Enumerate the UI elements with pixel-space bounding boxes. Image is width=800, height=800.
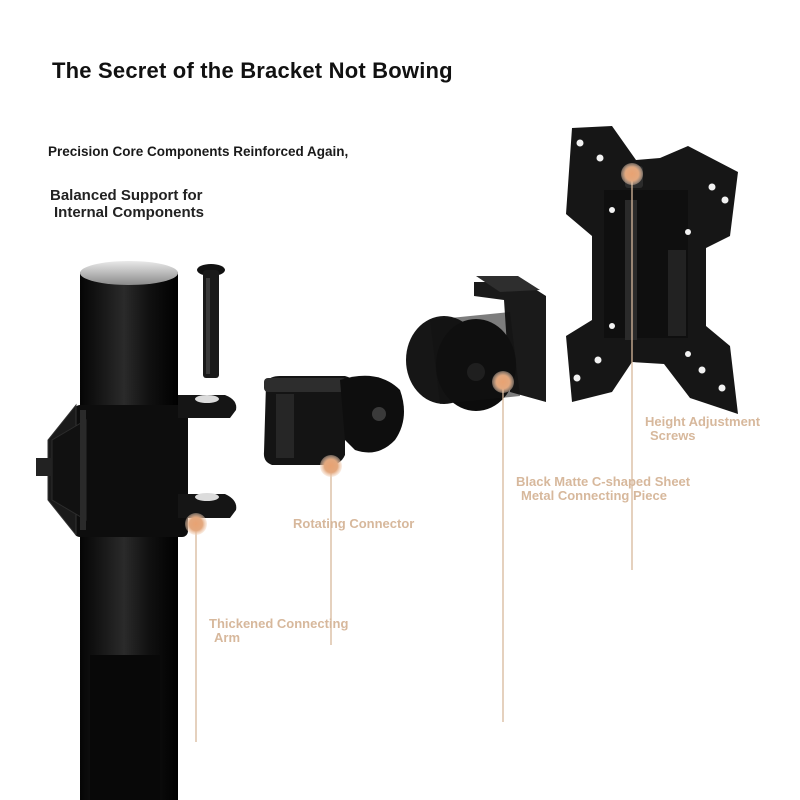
support-line-1: Balanced Support for: [50, 187, 203, 204]
subtitle: Precision Core Components Reinforced Aga…: [48, 144, 349, 159]
callout-label-line-1: Black Matte C-shaped Sheet: [516, 474, 691, 489]
page-title: The Secret of the Bracket Not Bowing: [52, 58, 453, 83]
connecting-arm-plates: [178, 395, 237, 518]
callout-label-line-1: Thickened Connecting: [209, 616, 349, 631]
callout-label-line-2: Screws: [650, 428, 696, 443]
vertical-bolt: [197, 264, 225, 378]
support-heading: Balanced Support for Internal Components: [50, 187, 204, 221]
callout-label-line-1: Rotating Connector: [293, 516, 415, 531]
callout-height-adjustment-screws: Height Adjustment Screws: [645, 415, 760, 443]
callout-c-shaped-sheet-metal: Black Matte C-shaped Sheet Metal Connect…: [516, 475, 690, 503]
support-line-2: Internal Components: [54, 204, 205, 221]
c-shaped-sheet-metal-piece: [406, 276, 546, 411]
pole-clamp-collar: [36, 403, 188, 537]
rotating-connector-part: [263, 375, 404, 466]
callout-rotating-connector: Rotating Connector: [293, 517, 414, 531]
callout-leader-lines: [195, 174, 633, 742]
callout-thickened-connecting-arm: Thickened Connecting Arm: [209, 617, 348, 645]
callout-dots: [185, 163, 643, 535]
vesa-mount-plate: [566, 126, 738, 414]
callout-label-line-2: Arm: [214, 630, 241, 645]
callout-label-line-1: Height Adjustment: [645, 414, 761, 429]
callout-label-line-2: Metal Connecting Piece: [521, 488, 667, 503]
